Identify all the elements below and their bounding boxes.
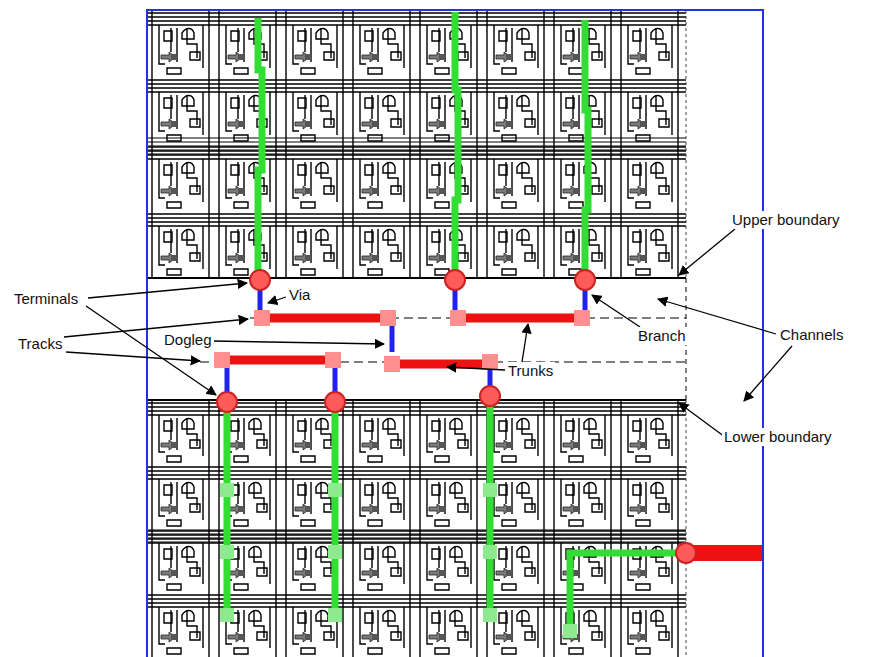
tracks — [200, 318, 686, 362]
callout-label: Upper boundary — [730, 211, 842, 229]
red-wire — [686, 545, 763, 561]
callout-label: Tracks — [16, 335, 64, 353]
callout-label: Via — [287, 286, 312, 304]
boundaries — [147, 10, 686, 657]
trunks — [222, 318, 584, 364]
callout-label: Dogleg — [162, 331, 214, 349]
terminals — [217, 270, 696, 563]
lower-cell-row — [147, 400, 686, 657]
cell-wires — [227, 12, 686, 638]
wire-pins — [220, 483, 577, 638]
callout-label: Branch — [636, 327, 688, 345]
callout-label: Lower boundary — [722, 428, 834, 446]
callout-label: Trunks — [506, 362, 555, 380]
callout-label: Terminals — [12, 290, 80, 308]
cell-rows — [147, 10, 686, 657]
callout-label: Channels — [778, 326, 845, 344]
upper-cell-row — [147, 10, 686, 278]
leader-arrows — [64, 229, 792, 437]
upper-boundary-line — [147, 277, 686, 279]
frame — [147, 10, 763, 657]
vias — [227, 290, 585, 392]
